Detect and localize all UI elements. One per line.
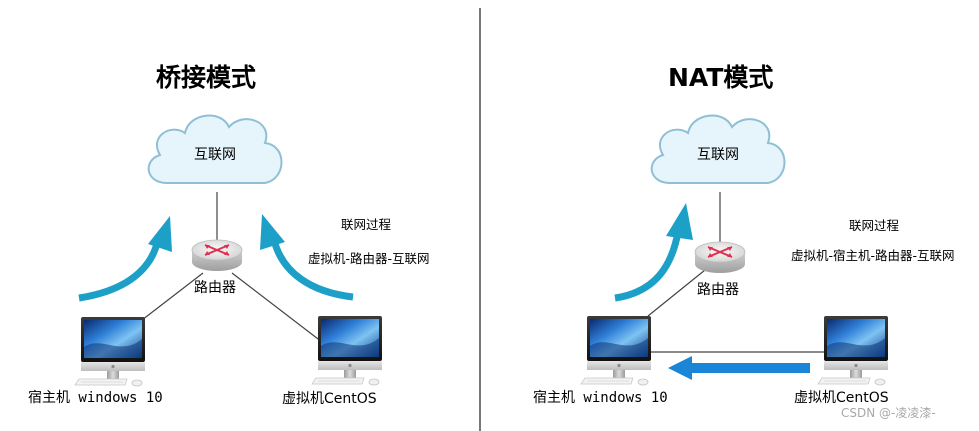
bridge-mode-title: 桥接模式 bbox=[156, 63, 257, 92]
bridge-router-label: 路由器 bbox=[194, 280, 236, 296]
nat-process-title: 联网过程 bbox=[849, 218, 900, 233]
desktop-monitor-icon bbox=[817, 315, 889, 386]
upstream-arrow-vm-side bbox=[260, 214, 354, 301]
vm-to-host-arrow bbox=[668, 356, 810, 380]
nat-router-label: 路由器 bbox=[697, 282, 739, 298]
router-icon bbox=[191, 239, 243, 272]
desktop-monitor-icon bbox=[74, 316, 146, 387]
nat-router-host-link bbox=[647, 269, 706, 317]
watermark: CSDN @-凌凌漆- bbox=[841, 406, 936, 420]
nat-mode-title: NAT模式 bbox=[668, 63, 774, 92]
bridge-internet-label: 互联网 bbox=[194, 147, 236, 163]
bridge-router-vm-link bbox=[231, 272, 323, 343]
nat-process-path: 虚拟机-宿主机-路由器-互联网 bbox=[791, 248, 955, 263]
upstream-arrow-host-side bbox=[614, 203, 693, 302]
upstream-arrow-host-side bbox=[78, 216, 172, 302]
bridge-vm-label: 虚拟机CentOS bbox=[282, 391, 377, 407]
nat-host-label: 宿主机 windows 10 bbox=[533, 390, 668, 406]
bridge-router-host-link bbox=[141, 272, 204, 321]
desktop-monitor-icon bbox=[580, 315, 652, 386]
bridge-process-title: 联网过程 bbox=[341, 217, 392, 232]
bridge-host-label: 宿主机 windows 10 bbox=[28, 390, 163, 406]
nat-vm-label: 虚拟机CentOS bbox=[794, 390, 889, 406]
desktop-monitor-icon bbox=[311, 315, 383, 386]
bridge-process-path: 虚拟机-路由器-互联网 bbox=[308, 251, 430, 266]
router-icon bbox=[694, 241, 746, 274]
nat-internet-label: 互联网 bbox=[697, 147, 739, 163]
